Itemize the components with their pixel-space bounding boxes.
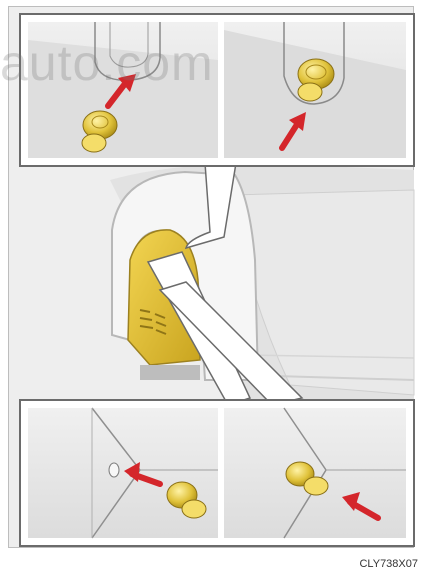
watermark-text: auto.com bbox=[0, 34, 214, 92]
bottom-left-step bbox=[28, 408, 218, 538]
bottom-right-step bbox=[224, 408, 406, 538]
figure-code: CLY738X07 bbox=[359, 558, 418, 570]
top-right-step bbox=[224, 22, 406, 158]
clip-hole bbox=[109, 463, 119, 477]
bottom-callout-panel bbox=[20, 400, 414, 546]
